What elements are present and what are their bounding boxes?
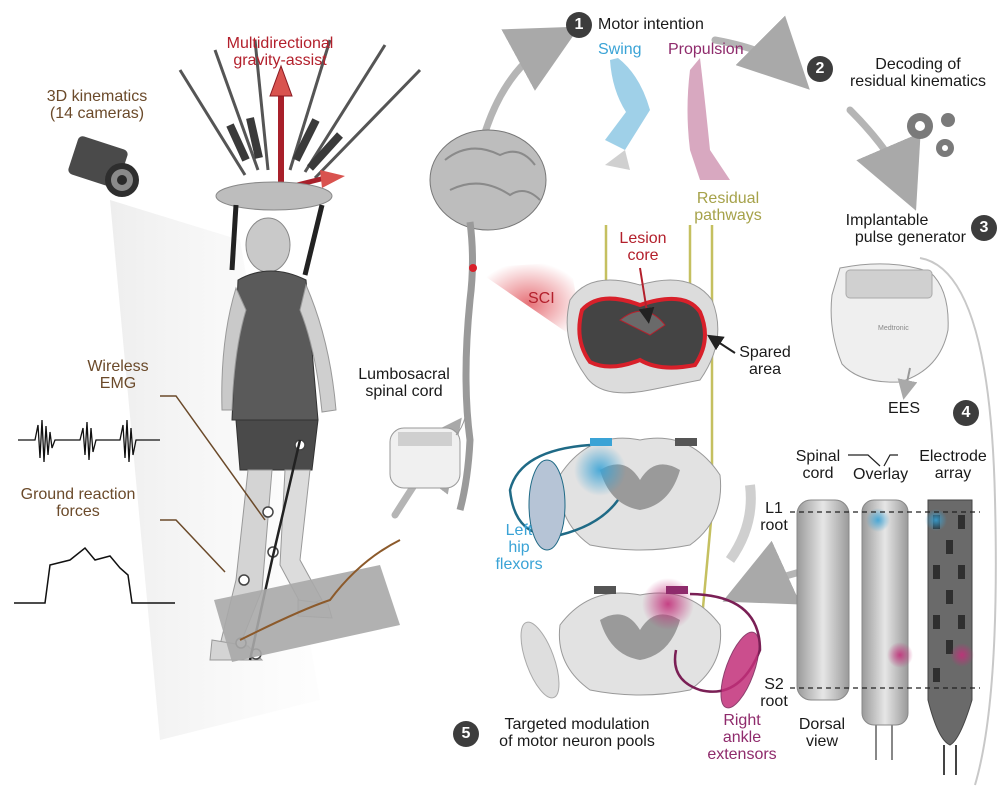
support-platform — [216, 182, 332, 210]
kinematics-line-1: 3D kinematics — [32, 88, 162, 105]
grf-label: Ground reaction forces — [4, 486, 152, 520]
electrode-array — [925, 500, 974, 775]
decoding-line-2: residual kinematics — [833, 73, 1003, 90]
dorsal-line-1: Dorsal — [790, 716, 854, 733]
camera-icon — [67, 135, 139, 197]
motor-intention-label: Motor intention — [598, 16, 704, 33]
overlay-label: Overlay — [853, 466, 908, 483]
ipg-label: Implantable pulse generator — [808, 212, 966, 246]
spinal-cord-line-1: Spinal — [788, 448, 848, 465]
left-hip-line-2: hip — [490, 539, 548, 556]
grf-line-2: forces — [4, 503, 152, 520]
left-hip-line-3: flexors — [490, 556, 548, 573]
lumbosacral-line-2: spinal cord — [345, 383, 463, 400]
targeted-modulation-label: Targeted modulation of motor neuron pool… — [482, 716, 672, 750]
electrode-line-2: array — [908, 465, 998, 482]
dorsal-line-2: view — [790, 733, 854, 750]
electrode-line-1: Electrode — [908, 448, 998, 465]
lesion-line-2: core — [608, 247, 678, 264]
ipg-line-1: Implantable — [808, 212, 966, 229]
right-ankle-line-1: Right — [692, 712, 792, 729]
grf-line-1: Ground reaction — [4, 486, 152, 503]
sci-cross-section — [567, 268, 735, 393]
spared-line-1: Spared — [735, 344, 795, 361]
emg-label: Wireless EMG — [68, 358, 168, 392]
step-badge: 4 — [953, 400, 979, 426]
gravity-line-1: Multidirectional — [190, 35, 370, 52]
left-hip-flexors-label: Left hip flexors — [490, 522, 548, 573]
spinal-cord-label: Spinal cord — [788, 448, 848, 482]
right-ankle-line-3: extensors — [692, 746, 792, 763]
gear-icon — [907, 113, 955, 157]
step-badge: 5 — [453, 721, 479, 747]
s2-line-1: S2 — [756, 676, 792, 693]
ipg-line-2: pulse generator — [808, 229, 966, 246]
targeted-line-2: of motor neuron pools — [482, 733, 672, 750]
lesion-core-label: Lesion core — [608, 230, 678, 264]
swing-label: Swing — [598, 41, 642, 58]
l1-root-label: L1 root — [756, 500, 792, 534]
gravity-line-2: gravity-assist — [190, 52, 370, 69]
lumbosacral-label: Lumbosacral spinal cord — [345, 366, 463, 400]
kinematics-label: 3D kinematics (14 cameras) — [32, 88, 162, 122]
spinal-cord-dorsal — [797, 500, 849, 700]
column-header-pointers — [848, 455, 898, 466]
lesion-line-1: Lesion — [608, 230, 678, 247]
emg-line-1: Wireless — [68, 358, 168, 375]
step-badge: 2 — [807, 56, 833, 82]
s2-root-label: S2 root — [756, 676, 792, 710]
svg-text:Medtronic: Medtronic — [878, 325, 909, 332]
spinal-cord-line-2: cord — [788, 465, 848, 482]
residual-pathways-label: Residual pathways — [678, 190, 778, 224]
left-hip-line-1: Left — [490, 522, 548, 539]
residual-line-1: Residual — [678, 190, 778, 207]
kinematics-line-2: (14 cameras) — [32, 105, 162, 122]
step-badge: 1 — [566, 12, 592, 38]
l1-line-1: L1 — [756, 500, 792, 517]
propulsion-label: Propulsion — [668, 41, 744, 58]
right-ankle-extensors-label: Right ankle extensors — [692, 712, 792, 763]
motor-intention-legs — [605, 58, 730, 180]
right-ankle-line-2: ankle — [692, 729, 792, 746]
residual-line-2: pathways — [678, 207, 778, 224]
ees-label: EES — [888, 400, 920, 417]
decoding-line-1: Decoding of — [833, 56, 1003, 73]
targeted-line-1: Targeted modulation — [482, 716, 672, 733]
emg-line-2: EMG — [68, 375, 168, 392]
sci-label: SCI — [528, 290, 555, 307]
spared-line-2: area — [735, 361, 795, 378]
step-badge: 3 — [971, 215, 997, 241]
s2-line-2: root — [756, 693, 792, 710]
decoding-label: Decoding of residual kinematics — [833, 56, 1003, 90]
dorsal-view-label: Dorsal view — [790, 716, 854, 750]
electrode-array-label: Electrode array — [908, 448, 998, 482]
gravity-assist-label: Multidirectional gravity-assist — [190, 35, 370, 69]
l1-line-2: root — [756, 517, 792, 534]
spared-area-label: Spared area — [735, 344, 795, 378]
overlay-cord — [862, 500, 913, 760]
spinal-segment-lower — [513, 578, 767, 712]
lumbosacral-line-1: Lumbosacral — [345, 366, 463, 383]
